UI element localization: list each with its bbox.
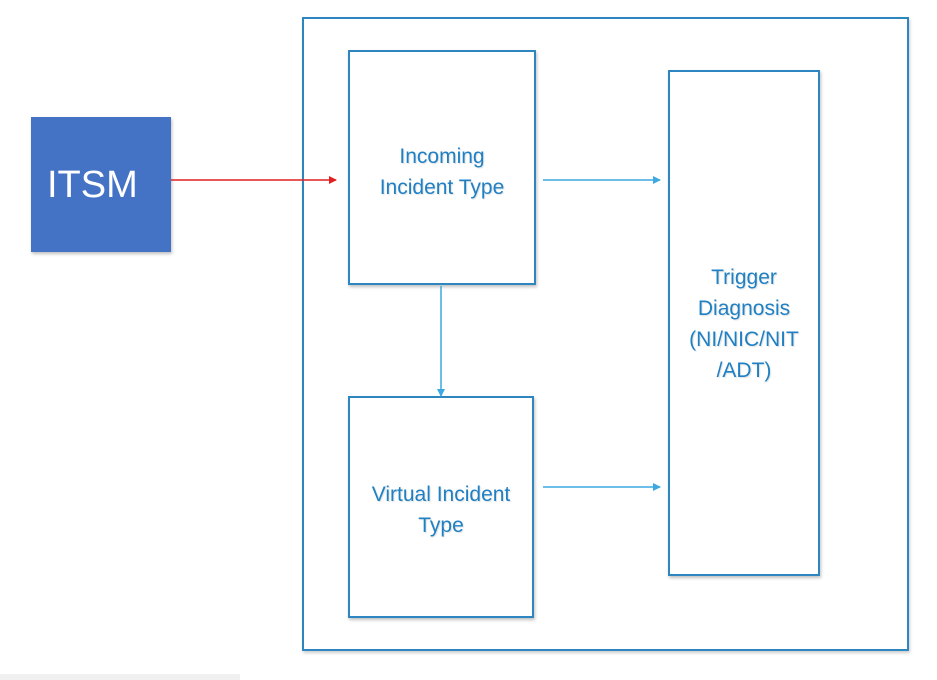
trigger-diagnosis-label: Trigger Diagnosis (NI/NIC/NIT /ADT): [670, 262, 818, 386]
bottom-shade: [0, 674, 240, 680]
label-line: Trigger: [711, 266, 777, 289]
label-line: Virtual Incident: [371, 483, 511, 506]
virtual-incident-type-label: Virtual Incident Type: [350, 479, 532, 541]
label-line: Type: [418, 514, 464, 537]
label-line: /ADT): [716, 359, 772, 382]
label-line: Diagnosis: [697, 297, 791, 320]
incoming-incident-type-node: Incoming Incident Type: [348, 50, 536, 285]
virtual-incident-type-node: Virtual Incident Type: [348, 396, 534, 618]
label-line: Incident Type: [379, 176, 505, 199]
label-line: Incoming: [399, 145, 485, 168]
trigger-diagnosis-node: Trigger Diagnosis (NI/NIC/NIT /ADT): [668, 70, 820, 576]
incoming-incident-type-label: Incoming Incident Type: [350, 141, 534, 203]
itsm-node: ITSM: [31, 117, 171, 252]
label-line: (NI/NIC/NIT: [689, 328, 799, 351]
itsm-label: ITSM: [47, 164, 138, 206]
